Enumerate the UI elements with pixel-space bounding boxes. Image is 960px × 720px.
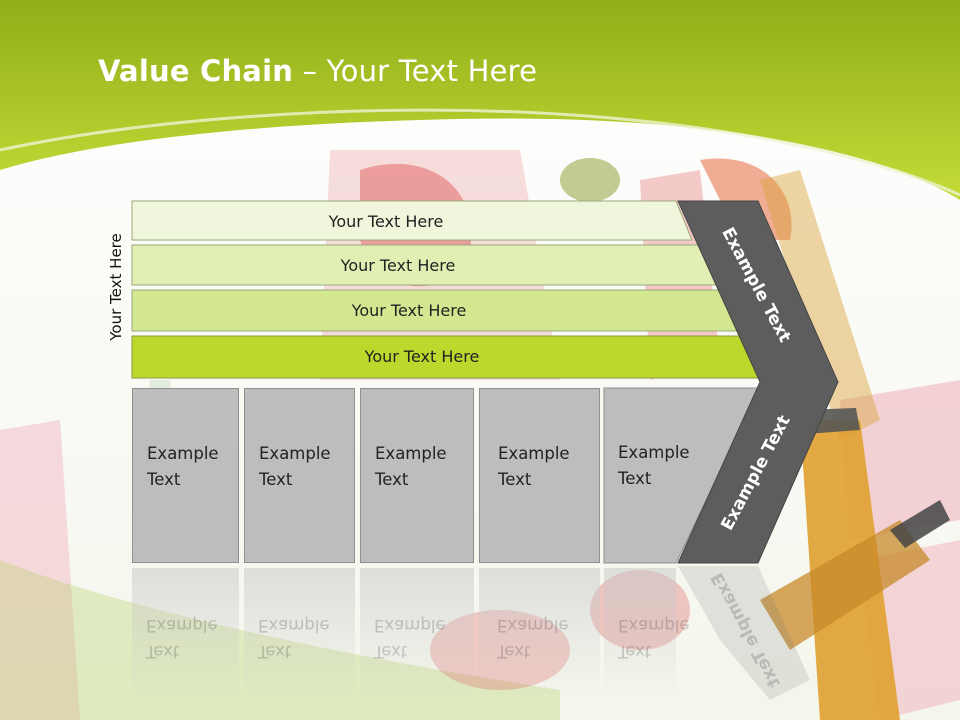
title-rest: – Your Text Here: [293, 54, 538, 88]
row-2[interactable]: Your Text Here: [132, 245, 716, 285]
box-2-reflection: [244, 568, 355, 698]
box-3[interactable]: Example Text: [360, 388, 474, 563]
box-4[interactable]: Example Text: [479, 388, 600, 563]
box-3-line1: Example: [375, 444, 447, 463]
box-2[interactable]: Example Text: [244, 388, 355, 563]
row-2-label: Your Text Here: [340, 255, 456, 275]
box-1-line2: Text: [147, 470, 181, 489]
row-shape-1: [131, 200, 693, 241]
box-5-line2: Text: [618, 469, 652, 488]
row-3-label: Your Text Here: [351, 300, 467, 320]
box-1-line1: Example: [147, 444, 219, 463]
box-1-reflection: [132, 568, 239, 698]
chevron-reflection: [678, 566, 810, 700]
box-4-reflection: [479, 568, 600, 698]
row-1[interactable]: Your Text Here: [132, 201, 692, 241]
box-4-line2: Text: [498, 470, 532, 489]
row-4[interactable]: Your Text Here: [132, 336, 764, 376]
box-2-line1: Example: [259, 444, 331, 463]
box-3-reflection: [360, 568, 474, 698]
box-2-line2: Text: [259, 470, 293, 489]
row-4-label: Your Text Here: [364, 346, 480, 366]
title-bold: Value Chain: [98, 54, 294, 88]
row-1-label: Your Text Here: [328, 211, 444, 231]
box-5-reflection: [604, 568, 676, 698]
header-band: [0, 0, 960, 200]
page-title: Value Chain – Your Text Here: [98, 54, 537, 88]
chevron-arrow: [677, 200, 839, 564]
box-shape-5: [603, 387, 761, 564]
box-5[interactable]: Example Text: [604, 388, 704, 563]
box-5-line1: Example: [618, 443, 690, 462]
row-3[interactable]: Your Text Here: [132, 290, 738, 330]
box-4-line1: Example: [498, 444, 570, 463]
box-1[interactable]: Example Text: [132, 388, 239, 563]
box-3-line2: Text: [375, 470, 409, 489]
